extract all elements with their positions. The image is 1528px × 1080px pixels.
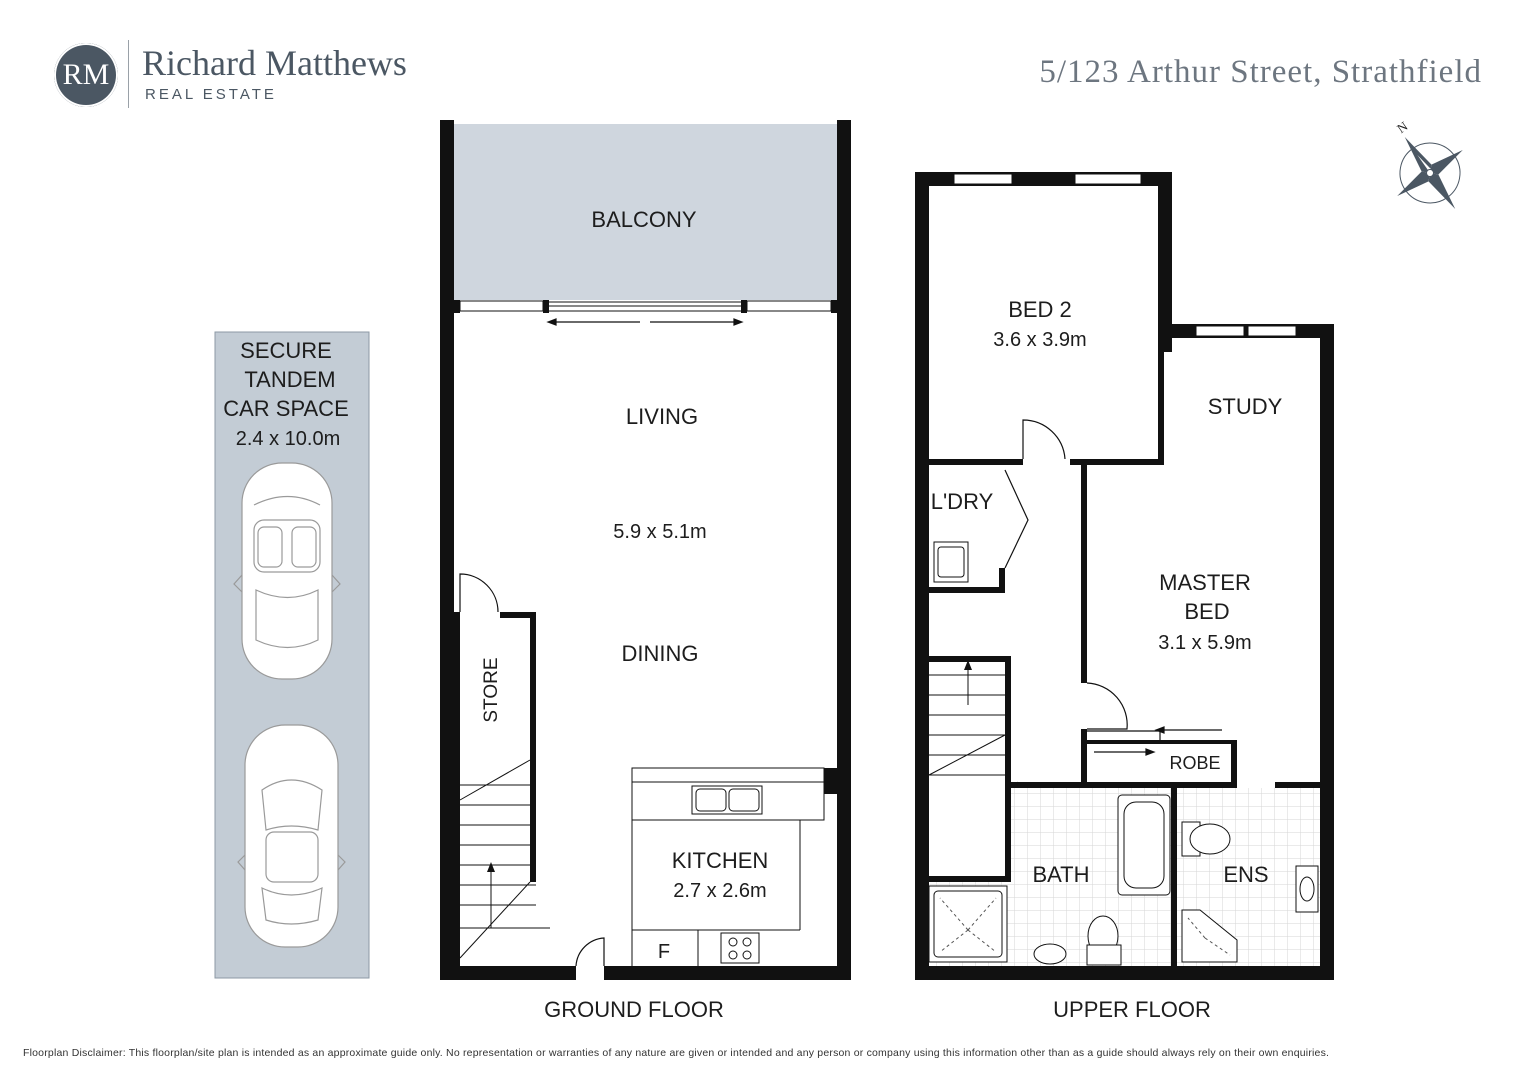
living-label: LIVING <box>626 404 698 429</box>
car-space-size: 2.4 x 10.0m <box>236 428 341 450</box>
logo-divider <box>128 40 129 108</box>
living-size: 5.9 x 5.1m <box>613 521 706 543</box>
brand-name: Richard Matthews <box>142 43 407 83</box>
car-space-label-1: SECURE <box>240 338 332 363</box>
brand-subtitle: REAL ESTATE <box>145 86 277 103</box>
laundry-label: L'DRY <box>931 489 994 514</box>
balcony-area <box>448 124 842 300</box>
property-address: 5/123 Arthur Street, Strathfield <box>1039 54 1482 90</box>
car-icon <box>237 724 346 948</box>
kitchen-label: KITCHEN <box>672 848 769 873</box>
compass-north-label: N <box>1394 118 1411 136</box>
upper-floor-caption: UPPER FLOOR <box>1053 997 1211 1022</box>
ground-floor-plan: BALCONY LIVING 5.9 x 5.1m DINING <box>440 120 851 1022</box>
car-icon <box>233 462 341 680</box>
ensuite-label: ENS <box>1223 862 1268 887</box>
bed2-label: BED 2 <box>1008 297 1072 322</box>
balcony-label: BALCONY <box>591 207 696 232</box>
bed2-size: 3.6 x 3.9m <box>993 329 1086 351</box>
kitchen-size: 2.7 x 2.6m <box>673 880 766 902</box>
study-label: STUDY <box>1208 394 1283 419</box>
floorplan-disclaimer: Floorplan Disclaimer: This floorplan/sit… <box>23 1047 1330 1059</box>
ground-floor-caption: GROUND FLOOR <box>544 997 724 1022</box>
fridge-label: F <box>658 941 670 963</box>
logo-monogram: RM <box>62 58 110 91</box>
upper-floor-plan: BED 2 3.6 x 3.9m STUDY L'DRY MASTER BED … <box>915 172 1334 1022</box>
brand-logo: RM <box>54 43 118 107</box>
car-space: SECURE TANDEM CAR SPACE 2.4 x 10.0m <box>214 331 370 979</box>
store-label: STORE <box>481 657 502 722</box>
compass-icon <box>1397 136 1463 210</box>
bath-label: BATH <box>1032 862 1089 887</box>
car-space-label-2: TANDEM <box>244 367 335 392</box>
master-bed-label-2: BED <box>1184 599 1229 624</box>
car-space-label-3: CAR SPACE <box>223 396 349 421</box>
dining-label: DINING <box>622 641 699 666</box>
master-bed-label-1: MASTER <box>1159 570 1251 595</box>
robe-label: ROBE <box>1169 753 1220 773</box>
master-bed-size: 3.1 x 5.9m <box>1158 632 1251 654</box>
